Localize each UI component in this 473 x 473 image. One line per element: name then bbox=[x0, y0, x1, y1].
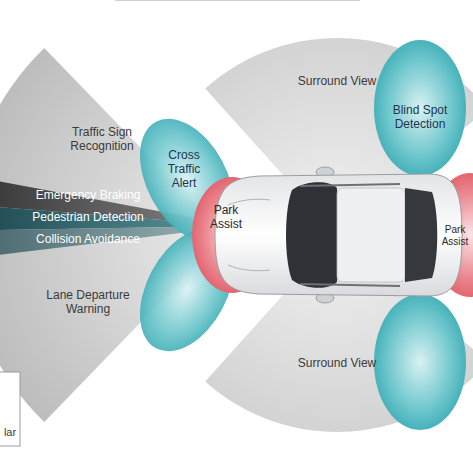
zone-label: lar bbox=[1, 426, 19, 439]
blind-spot-lobe bbox=[374, 40, 466, 176]
blind-spot-lobe bbox=[374, 294, 466, 430]
zone-label: Emergency Braking bbox=[13, 189, 163, 203]
windshield bbox=[286, 182, 337, 288]
zone-label: Blind Spot Detection bbox=[388, 104, 452, 132]
top-rule bbox=[115, 0, 360, 1]
zone-label: Park Assist bbox=[439, 224, 471, 247]
zone-label: Traffic Sign Recognition bbox=[50, 126, 154, 154]
zone-label: Pedestrian Detection bbox=[13, 211, 163, 225]
zone-label: Lane Departure Warning bbox=[36, 289, 140, 317]
side-window bbox=[300, 284, 400, 286]
car bbox=[215, 167, 462, 303]
zone-label: Surround View bbox=[272, 357, 402, 371]
zone-label: Surround View bbox=[272, 75, 402, 89]
side-window bbox=[300, 184, 400, 186]
car-body bbox=[215, 174, 462, 296]
zone-label: Collision Avoidance bbox=[13, 233, 163, 247]
zone-label: Park Assist bbox=[205, 204, 247, 232]
rear-window bbox=[405, 188, 437, 282]
zone-label: Cross Traffic Alert bbox=[156, 149, 212, 190]
roof bbox=[337, 188, 405, 282]
legend-box bbox=[0, 372, 20, 446]
